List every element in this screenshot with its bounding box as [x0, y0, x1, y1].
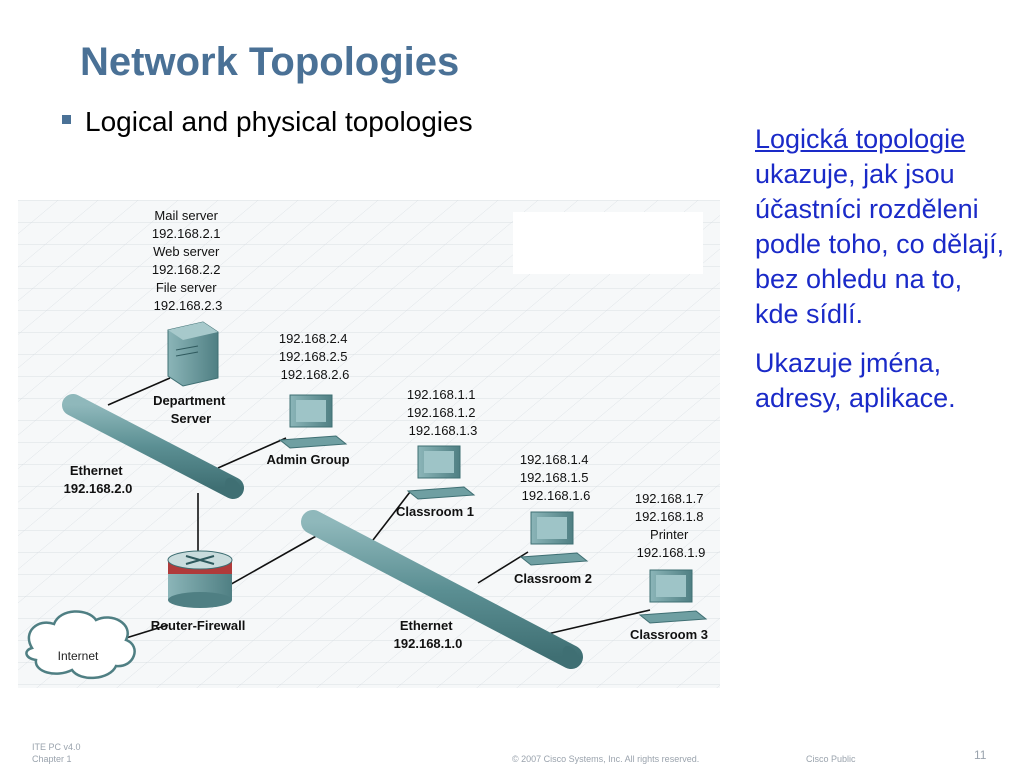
description-text: Logická topologie ukazuje, jak jsou účas…: [755, 122, 1010, 430]
footer-classification: Cisco Public: [806, 754, 856, 764]
admin-ip-label: 192.168.2.4 192.168.2.5 192.168.2.6: [279, 331, 351, 382]
bullet-square-icon: [62, 115, 71, 124]
classroom1-label: Classroom 1: [396, 504, 474, 519]
footer-course: ITE PC v4.0: [32, 742, 81, 752]
internet-cloud-icon: [25, 610, 136, 679]
ethernet-cable-lower: [301, 510, 583, 669]
description-paragraph-1: Logická topologie ukazuje, jak jsou účas…: [755, 122, 1010, 332]
classroom1-ip-label: 192.168.1.1 192.168.1.2 192.168.1.3: [407, 387, 479, 438]
ethernet-cable-upper: [62, 394, 244, 499]
description-paragraph-2: Ukazuje jména, adresy, aplikace.: [755, 348, 956, 413]
logicka-topologie-link[interactable]: Logická topologie: [755, 124, 966, 154]
server-tower-icon: [167, 321, 219, 387]
classroom2-pc-icon: [519, 511, 589, 566]
classroom3-ip-label: 192.168.1.7 192.168.1.8 Printer 192.168.…: [635, 491, 707, 560]
slide-title: Network Topologies: [80, 40, 460, 84]
department-server-label: Department Server: [153, 393, 229, 426]
router-firewall-icon: [167, 550, 233, 608]
white-overlay-box: [513, 212, 703, 274]
classroom2-ip-label: 192.168.1.4 192.168.1.5 192.168.1.6: [520, 452, 592, 503]
admin-group-label: Admin Group: [266, 452, 349, 467]
footer-copyright: © 2007 Cisco Systems, Inc. All rights re…: [512, 754, 700, 764]
admin-pc-icon: [278, 394, 348, 449]
router-firewall-label: Router-Firewall: [151, 618, 246, 633]
description-rest: ukazuje, jak jsou účastníci rozděleni po…: [755, 159, 1005, 329]
internet-label: Internet: [58, 649, 99, 663]
footer-chapter: Chapter 1: [32, 754, 72, 764]
page-number: 11: [974, 748, 987, 762]
ethernet-lower-label: Ethernet 192.168.1.0: [394, 618, 463, 651]
ethernet-upper-label: Ethernet 192.168.2.0: [64, 463, 133, 496]
classroom1-pc-icon: [406, 445, 476, 500]
footer-course-info: ITE PC v4.0 Chapter 1: [32, 741, 81, 765]
bullet-text: Logical and physical topologies: [85, 106, 473, 137]
classroom2-label: Classroom 2: [514, 571, 592, 586]
bullet-item: Logical and physical topologies: [62, 106, 473, 138]
classroom3-pc-icon: [638, 569, 708, 624]
server-info-label: Mail server 192.168.2.1 Web server 192.1…: [152, 208, 224, 313]
classroom3-label: Classroom 3: [630, 627, 708, 642]
network-diagram: Mail server 192.168.2.1 Web server 192.1…: [18, 200, 720, 688]
